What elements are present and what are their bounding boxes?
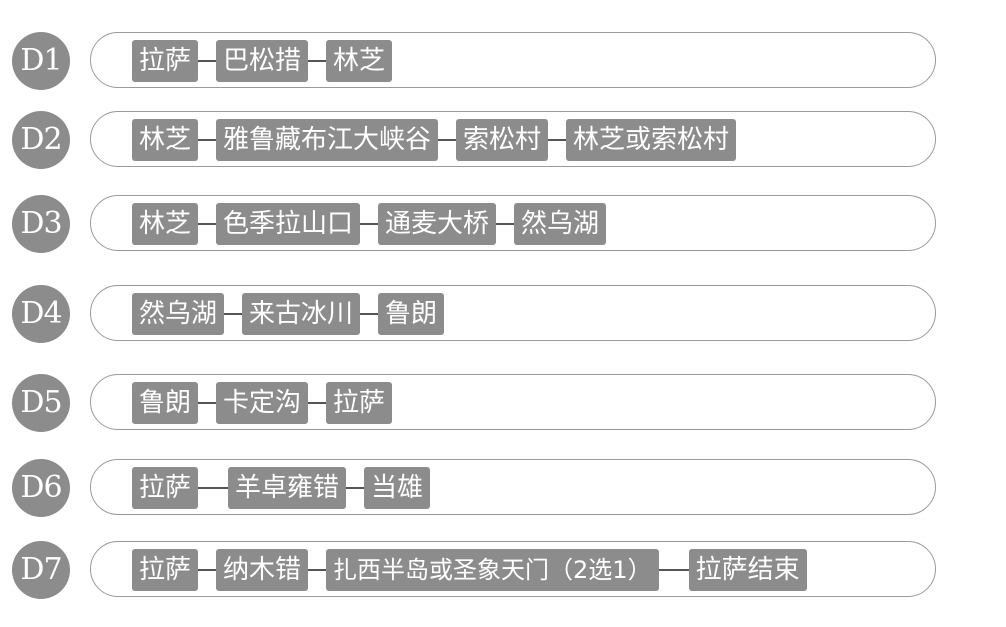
route-stop: 纳木错	[216, 549, 309, 591]
route-stop: 林芝	[326, 40, 393, 82]
route-stop: 通麦大桥	[378, 203, 497, 245]
route-connector	[548, 139, 567, 141]
route-stop: 林芝	[132, 119, 199, 161]
route: 鲁朗 卡定沟 拉萨	[132, 382, 393, 424]
route-stop: 然乌湖	[514, 203, 607, 245]
route-stop: 色季拉山口	[216, 203, 361, 245]
route: 拉萨 纳木错 扎西半岛或圣象天门（2选1） 拉萨结束	[132, 549, 807, 591]
itinerary-row-d1: D1 拉萨 巴松措 林芝	[0, 30, 1006, 92]
route-stop: 卡定沟	[216, 382, 309, 424]
route: 拉萨 羊卓雍错 当雄	[132, 467, 431, 509]
itinerary-row-d7: D7 拉萨 纳木错 扎西半岛或圣象天门（2选1） 拉萨结束	[0, 539, 1006, 601]
route-stop: 当雄	[364, 467, 431, 509]
route-connector	[360, 223, 379, 225]
route-stop: 羊卓雍错	[228, 467, 347, 509]
route-connector	[308, 402, 327, 404]
day-badge: D7	[12, 541, 70, 599]
route-connector	[438, 139, 457, 141]
route-connector	[198, 223, 217, 225]
route: 林芝 色季拉山口 通麦大桥 然乌湖	[132, 203, 607, 245]
route-stop: 拉萨	[132, 40, 199, 82]
day-badge: D2	[12, 111, 70, 169]
route-connector	[308, 569, 327, 571]
itinerary-row-d4: D4 然乌湖 来古冰川 鲁朗	[0, 283, 1006, 345]
route-connector	[198, 402, 217, 404]
route-connector	[198, 487, 229, 489]
route-stop: 鲁朗	[132, 382, 199, 424]
itinerary-row-d6: D6 拉萨 羊卓雍错 当雄	[0, 457, 1006, 519]
day-badge: D3	[12, 195, 70, 253]
route-connector	[224, 313, 243, 315]
route-connector	[360, 313, 379, 315]
route-stop: 然乌湖	[132, 293, 225, 335]
day-badge: D4	[12, 285, 70, 343]
route-stop: 来古冰川	[242, 293, 361, 335]
route-connector	[496, 223, 515, 225]
route-stop: 鲁朗	[378, 293, 445, 335]
day-badge: D6	[12, 459, 70, 517]
day-badge: D1	[12, 32, 70, 90]
route-connector	[658, 569, 689, 571]
route-stop: 拉萨	[326, 382, 393, 424]
route: 林芝 雅鲁藏布江大峡谷 索松村 林芝或索松村	[132, 119, 737, 161]
route-connector	[198, 139, 217, 141]
route-connector	[308, 60, 327, 62]
itinerary-row-d5: D5 鲁朗 卡定沟 拉萨	[0, 372, 1006, 434]
route-stop: 拉萨结束	[688, 549, 807, 591]
itinerary-row-d2: D2 林芝 雅鲁藏布江大峡谷 索松村 林芝或索松村	[0, 109, 1006, 171]
route-stop: 拉萨	[132, 549, 199, 591]
route-connector	[346, 487, 365, 489]
route-stop: 雅鲁藏布江大峡谷	[216, 119, 439, 161]
route: 然乌湖 来古冰川 鲁朗	[132, 293, 445, 335]
route-stop: 索松村	[456, 119, 549, 161]
itinerary-row-d3: D3 林芝 色季拉山口 通麦大桥 然乌湖	[0, 193, 1006, 255]
day-badge: D5	[12, 374, 70, 432]
route-stop: 林芝	[132, 203, 199, 245]
route-stop: 林芝或索松村	[566, 119, 737, 161]
route: 拉萨 巴松措 林芝	[132, 40, 393, 82]
route-stop: 拉萨	[132, 467, 199, 509]
route-stop: 巴松措	[216, 40, 309, 82]
route-connector	[198, 60, 217, 62]
route-stop: 扎西半岛或圣象天门（2选1）	[326, 549, 659, 591]
route-connector	[198, 569, 217, 571]
